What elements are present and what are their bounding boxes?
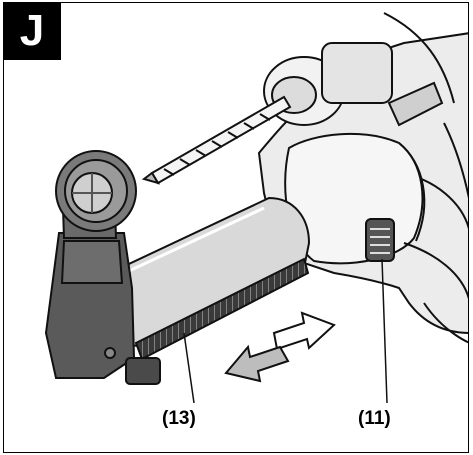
figure-frame	[3, 2, 469, 453]
callout-11: (11)	[358, 408, 391, 429]
slide-arrows-icon	[224, 311, 336, 383]
drill-body	[257, 12, 468, 344]
leader-line-11	[381, 258, 388, 404]
illustration	[44, 12, 468, 404]
dust-extraction-attachment	[44, 150, 311, 385]
drill-bit-icon	[141, 95, 292, 185]
callout-13: (13)	[162, 408, 196, 429]
panel-label: J	[3, 2, 61, 60]
release-button-icon	[365, 218, 395, 262]
leader-line-13	[183, 332, 195, 404]
